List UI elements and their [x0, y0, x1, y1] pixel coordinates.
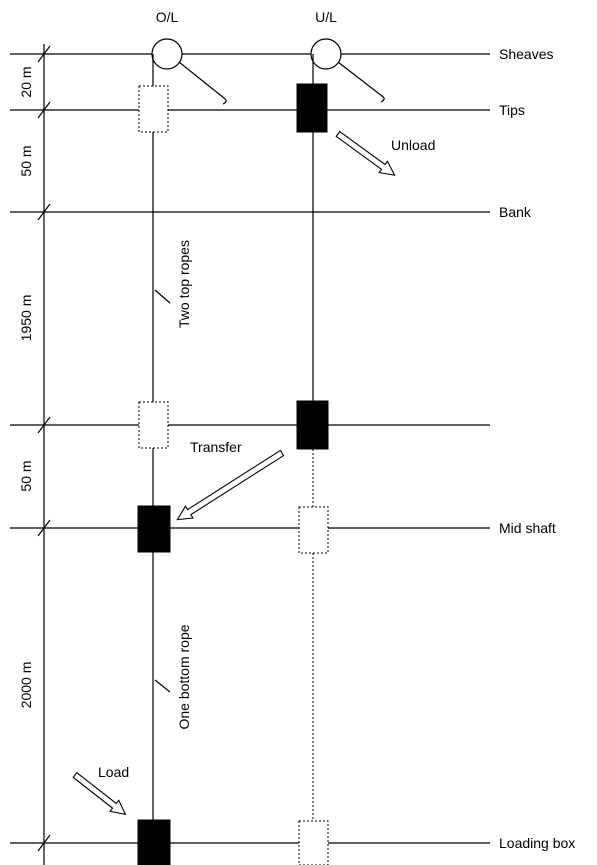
two-top-ropes-label: Two top ropes	[176, 240, 192, 328]
level-label-loading-box: Loading box	[499, 835, 575, 851]
level-label-tips: Tips	[499, 102, 525, 118]
load-arrow-icon	[72, 771, 127, 816]
ol-skip-dotted-tips	[138, 85, 169, 133]
dimension-label-50m-top: 50 m	[18, 145, 34, 176]
dimension-tick	[37, 101, 51, 119]
dimension-tick	[37, 834, 51, 852]
ul-skip-tips	[296, 83, 328, 133]
level-lines	[10, 53, 490, 844]
dimension-tick	[37, 45, 51, 63]
dimension-label-50m-mid: 50 m	[18, 460, 34, 491]
unload-arrow-icon	[335, 130, 396, 176]
dimension-label-1950m: 1950 m	[18, 295, 34, 342]
dimension-tick	[37, 519, 51, 537]
column-header-ol: O/L	[156, 9, 179, 25]
unload-label: Unload	[391, 137, 435, 153]
ul-skip-dotted-loading-box	[298, 820, 329, 865]
ol-skip-mid-shaft	[137, 505, 171, 553]
sheave-wheel-icon	[310, 38, 342, 70]
rope-tail-icon	[178, 61, 227, 105]
dimension-label-20m: 20 m	[18, 66, 34, 97]
level-label-mid-shaft: Mid shaft	[499, 520, 556, 536]
dimension-tick	[37, 416, 51, 434]
rope-tail-icon	[337, 61, 385, 103]
ul-skip-transfer	[296, 400, 329, 450]
two-top-ropes-leader	[154, 289, 171, 304]
transfer-label: Transfer	[190, 439, 242, 455]
dimension-axis	[37, 44, 51, 865]
sheave-wheel-icon	[151, 38, 183, 70]
ol-sheave	[151, 38, 227, 105]
ul-sheave	[310, 38, 385, 103]
ol-skip-dotted-transfer	[138, 401, 169, 449]
one-bottom-rope-label: One bottom rope	[176, 624, 192, 729]
dimension-tick	[37, 203, 51, 221]
load-label: Load	[98, 764, 129, 780]
level-label-bank: Bank	[499, 204, 532, 220]
ul-skip-dotted-mid-shaft	[298, 506, 329, 554]
level-label-sheaves: Sheaves	[499, 46, 553, 62]
ol-skip-loading-box	[137, 819, 171, 865]
one-bottom-rope-leader	[154, 679, 171, 693]
dimension-label-2000m: 2000 m	[18, 662, 34, 709]
column-header-ul: U/L	[315, 9, 337, 25]
transfer-arrow-icon	[176, 449, 285, 521]
